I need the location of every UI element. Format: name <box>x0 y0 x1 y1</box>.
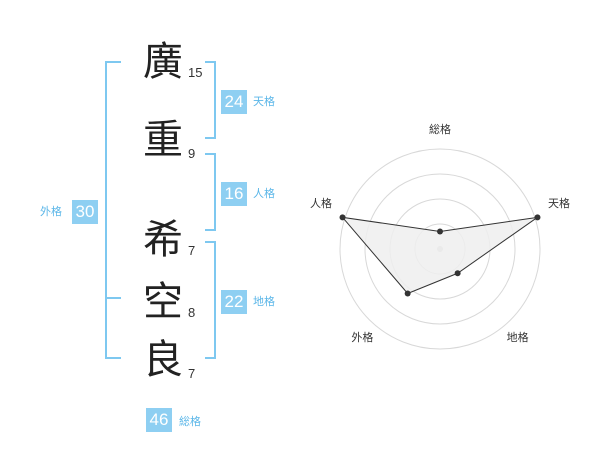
stroke-count-4: 8 <box>188 305 196 320</box>
radar-series <box>339 214 541 297</box>
radar-point-2 <box>454 270 461 277</box>
radar-axis-label-1: 天格 <box>548 196 570 210</box>
radar-point-3 <box>404 290 411 297</box>
stroke-count-3: 7 <box>188 243 196 258</box>
radar-axis-label-4: 人格 <box>310 196 332 210</box>
radar-axis-label-3: 外格 <box>351 330 373 344</box>
name-char-4: 空 <box>143 279 183 325</box>
soukaku-label: 総格 <box>179 415 201 428</box>
radar-ring-4 <box>339 148 541 350</box>
name-char-2: 重 <box>143 117 183 163</box>
name-char-3: 希 <box>143 217 183 263</box>
radar-point-0 <box>437 228 443 235</box>
radar-point-1 <box>534 214 541 221</box>
name-char-5: 良 <box>143 337 183 383</box>
radar-ring-3 <box>364 173 516 325</box>
stroke-count-5: 7 <box>188 366 196 381</box>
jinkaku-label: 人格 <box>253 187 275 200</box>
radar-axis-label-2: 地格 <box>507 330 529 344</box>
stroke-count-1: 15 <box>188 65 203 80</box>
radar-polygon <box>341 216 538 295</box>
soukaku-value: 46 <box>146 408 172 432</box>
radar-point-4 <box>339 214 346 221</box>
stroke-count-2: 9 <box>188 146 196 161</box>
chikaku-label: 地格 <box>253 295 275 308</box>
jinkaku-value: 16 <box>221 182 247 206</box>
chikaku-value: 22 <box>221 290 247 314</box>
radar-axis-label-0: 総格 <box>429 122 451 136</box>
name-char-1: 廣 <box>143 39 183 85</box>
gaikaku-label: 外格 <box>40 205 62 218</box>
gaikaku-value: 30 <box>72 200 98 224</box>
tenkaku-label: 天格 <box>253 95 275 108</box>
tenkaku-value: 24 <box>221 90 247 114</box>
